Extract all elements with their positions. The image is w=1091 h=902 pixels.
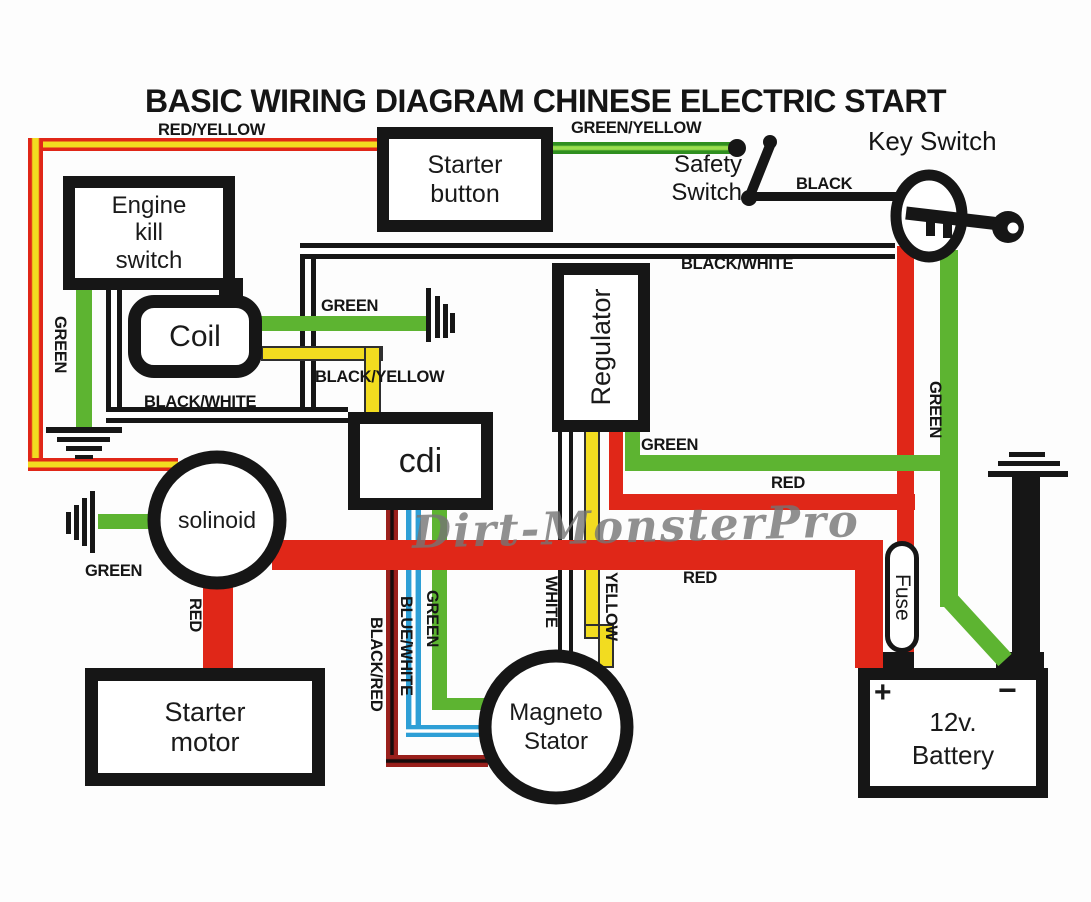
engine-kill-switch-box: Engine kill switch xyxy=(63,176,235,290)
wire-black-white-branch-vertical xyxy=(300,244,316,423)
battery-ground-post xyxy=(1012,476,1040,654)
label-safety-switch: Safety Switch xyxy=(671,151,742,206)
wire-green-coil-to-plug xyxy=(261,316,427,331)
coil-label: Coil xyxy=(169,319,221,353)
wire-black-white-top-horizontal xyxy=(300,243,895,259)
ground-symbol-line xyxy=(66,446,102,451)
fuse-label: Fuse xyxy=(890,573,914,621)
starter-motor-box: Starter motor xyxy=(85,668,325,786)
starter-button-label: Starter button xyxy=(427,151,503,208)
wire-black-white-lower-horizontal xyxy=(106,407,348,423)
wire-red-main-horizontal xyxy=(272,540,883,570)
wire-red-yellow-to-solinoid xyxy=(28,458,178,471)
diagram-title: BASIC WIRING DIAGRAM CHINESE ELECTRIC ST… xyxy=(144,83,947,119)
wire-green-diagonal-battery xyxy=(942,592,1012,667)
label-green-yellow: GREEN/YELLOW xyxy=(571,119,702,137)
solinoid-label: solinoid xyxy=(178,507,256,533)
starter-motor-label: Starter motor xyxy=(164,696,246,758)
wire-green-kill-to-ground xyxy=(76,288,92,430)
coil-spark-plug-symbol xyxy=(450,313,455,333)
wire-black-red-horizontal xyxy=(386,755,488,767)
battery-plus-sign: + xyxy=(874,676,892,709)
ground-symbol-line xyxy=(75,455,93,459)
label-green-kill-switch: GREEN xyxy=(51,316,69,374)
solinoid-plug-symbol xyxy=(66,512,71,534)
coil-spark-plug-symbol xyxy=(435,296,440,338)
engine-kill-switch-label: Engine kill switch xyxy=(111,192,187,274)
battery-box xyxy=(858,668,1048,798)
wire-red-main-vertical xyxy=(855,540,883,668)
wire-red-regulator-horizontal xyxy=(609,494,915,510)
fuse-capsule: Fuse xyxy=(885,541,919,653)
label-black-white-top: BLACK/WHITE xyxy=(681,255,794,273)
label-red-starter-motor: RED xyxy=(186,598,204,632)
regulator-label: Regulator xyxy=(586,288,616,406)
label-green-regulator: GREEN xyxy=(641,436,699,454)
key-switch-icon xyxy=(890,169,1024,263)
label-black: BLACK xyxy=(796,175,853,193)
label-blue-white: BLUE/WHITE xyxy=(397,596,415,696)
label-white: WHITE xyxy=(542,576,560,628)
magneto-stator-label: Magneto Stator xyxy=(509,699,603,756)
wire-red-yellow-left xyxy=(28,138,43,471)
label-black-white-left: BLACK/WHITE xyxy=(144,393,257,411)
label-black-red: BLACK/RED xyxy=(367,617,385,712)
ground-symbol-line xyxy=(46,427,122,433)
battery-ground-symbol-line xyxy=(988,471,1068,477)
wire-green-cdi-horizontal xyxy=(432,698,494,710)
magneto-stator-circle xyxy=(478,649,634,805)
label-green-cdi: GREEN xyxy=(423,590,441,648)
battery-ground-symbol-line xyxy=(998,461,1060,466)
wire-green-solinoid-plug xyxy=(98,514,158,529)
battery-minus-sign: − xyxy=(998,672,1017,708)
wire-black-safety-to-key xyxy=(750,192,898,201)
battery-ground-symbol-line xyxy=(1009,452,1045,457)
solinoid-plug-symbol xyxy=(74,505,79,540)
regulator-box xyxy=(552,263,650,432)
wire-black-yellow-horizontal xyxy=(261,346,383,361)
solinoid-circle xyxy=(147,450,287,590)
wire-green-regulator-horizontal xyxy=(625,455,958,471)
coil-box: Coil xyxy=(128,295,262,378)
solinoid-plug-symbol xyxy=(82,498,87,546)
cdi-label: cdi xyxy=(398,441,443,480)
label-green-coil: GREEN xyxy=(321,297,379,315)
starter-button-box: Starter button xyxy=(377,127,553,232)
safety-switch-symbol xyxy=(728,135,777,206)
wire-green-key-switch xyxy=(940,250,958,607)
wire-black-white-kill-vertical xyxy=(106,282,122,415)
battery-label: 12v. Battery xyxy=(911,707,995,770)
wire-red-solinoid-to-starter xyxy=(203,585,233,677)
coil-spark-plug-symbol xyxy=(426,288,431,342)
wire-red-yellow-top xyxy=(35,138,388,151)
cdi-box: cdi xyxy=(348,412,493,510)
wire-yellow-vertical-2 xyxy=(598,624,614,668)
label-yellow: YELLOW xyxy=(602,572,620,641)
label-green-key-switch: GREEN xyxy=(926,381,944,439)
label-key-switch: Key Switch xyxy=(868,126,997,156)
solinoid-plug-symbol xyxy=(90,491,95,553)
label-black-yellow: BLACK/YELLOW xyxy=(315,368,445,386)
wire-red-regulator-vertical xyxy=(609,428,623,504)
label-red-battery: RED xyxy=(683,569,717,587)
label-green-solinoid: GREEN xyxy=(85,562,143,580)
label-red-regulator: RED xyxy=(771,474,805,492)
ground-symbol-line xyxy=(57,437,110,442)
wire-red-key-switch xyxy=(897,246,914,548)
label-red-yellow: RED/YELLOW xyxy=(158,121,265,139)
wire-black-red-vertical xyxy=(386,505,398,767)
coil-spark-plug-symbol xyxy=(443,304,448,338)
wire-green-yellow xyxy=(550,142,736,154)
wire-blue-white-horizontal xyxy=(406,725,492,737)
